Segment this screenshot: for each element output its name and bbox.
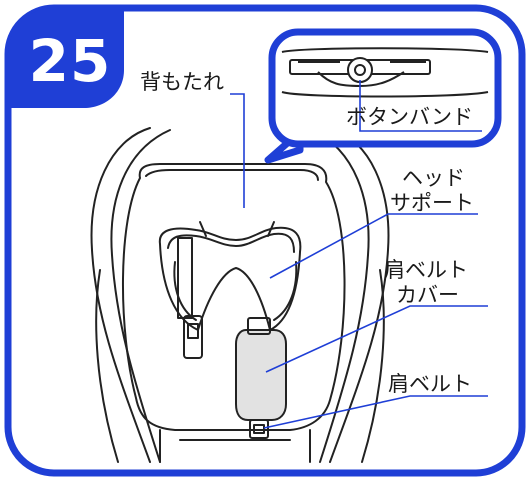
- seat-right-wing-inner: [311, 129, 370, 463]
- step-number: 25: [28, 27, 112, 95]
- label-head-support-line1: ヘッド: [402, 166, 465, 190]
- label-shoulder-belt: 肩ベルト: [388, 372, 472, 396]
- seat-left-wing: [90, 127, 151, 463]
- head-support: [158, 226, 302, 331]
- seat-right-wing: [329, 127, 390, 463]
- leader-belt-cover: [265, 305, 488, 373]
- button-icon: [347, 57, 373, 83]
- leader-shoulder-belt: [263, 395, 488, 429]
- button-band-closeup: [281, 47, 489, 98]
- leader-lines: [230, 80, 488, 429]
- leader-button-band: [359, 80, 482, 132]
- seat-body: [122, 163, 346, 431]
- label-head-support-line2: サポート: [390, 191, 474, 215]
- label-belt-cover-line2: カバー: [396, 283, 459, 307]
- leader-backrest: [230, 93, 245, 208]
- child-seat-illustration: [90, 127, 390, 463]
- step-badge: [8, 8, 124, 108]
- left-harness-strap: [177, 237, 193, 319]
- leader-head-support: [269, 213, 478, 279]
- seat-left-wing-inner: [110, 129, 171, 463]
- label-belt-cover-line1: 肩ベルト: [384, 258, 468, 282]
- shoulder-belt-cover: [235, 329, 287, 421]
- label-backrest: 背もたれ: [140, 70, 224, 94]
- label-button-band: ボタンバンド: [346, 105, 474, 129]
